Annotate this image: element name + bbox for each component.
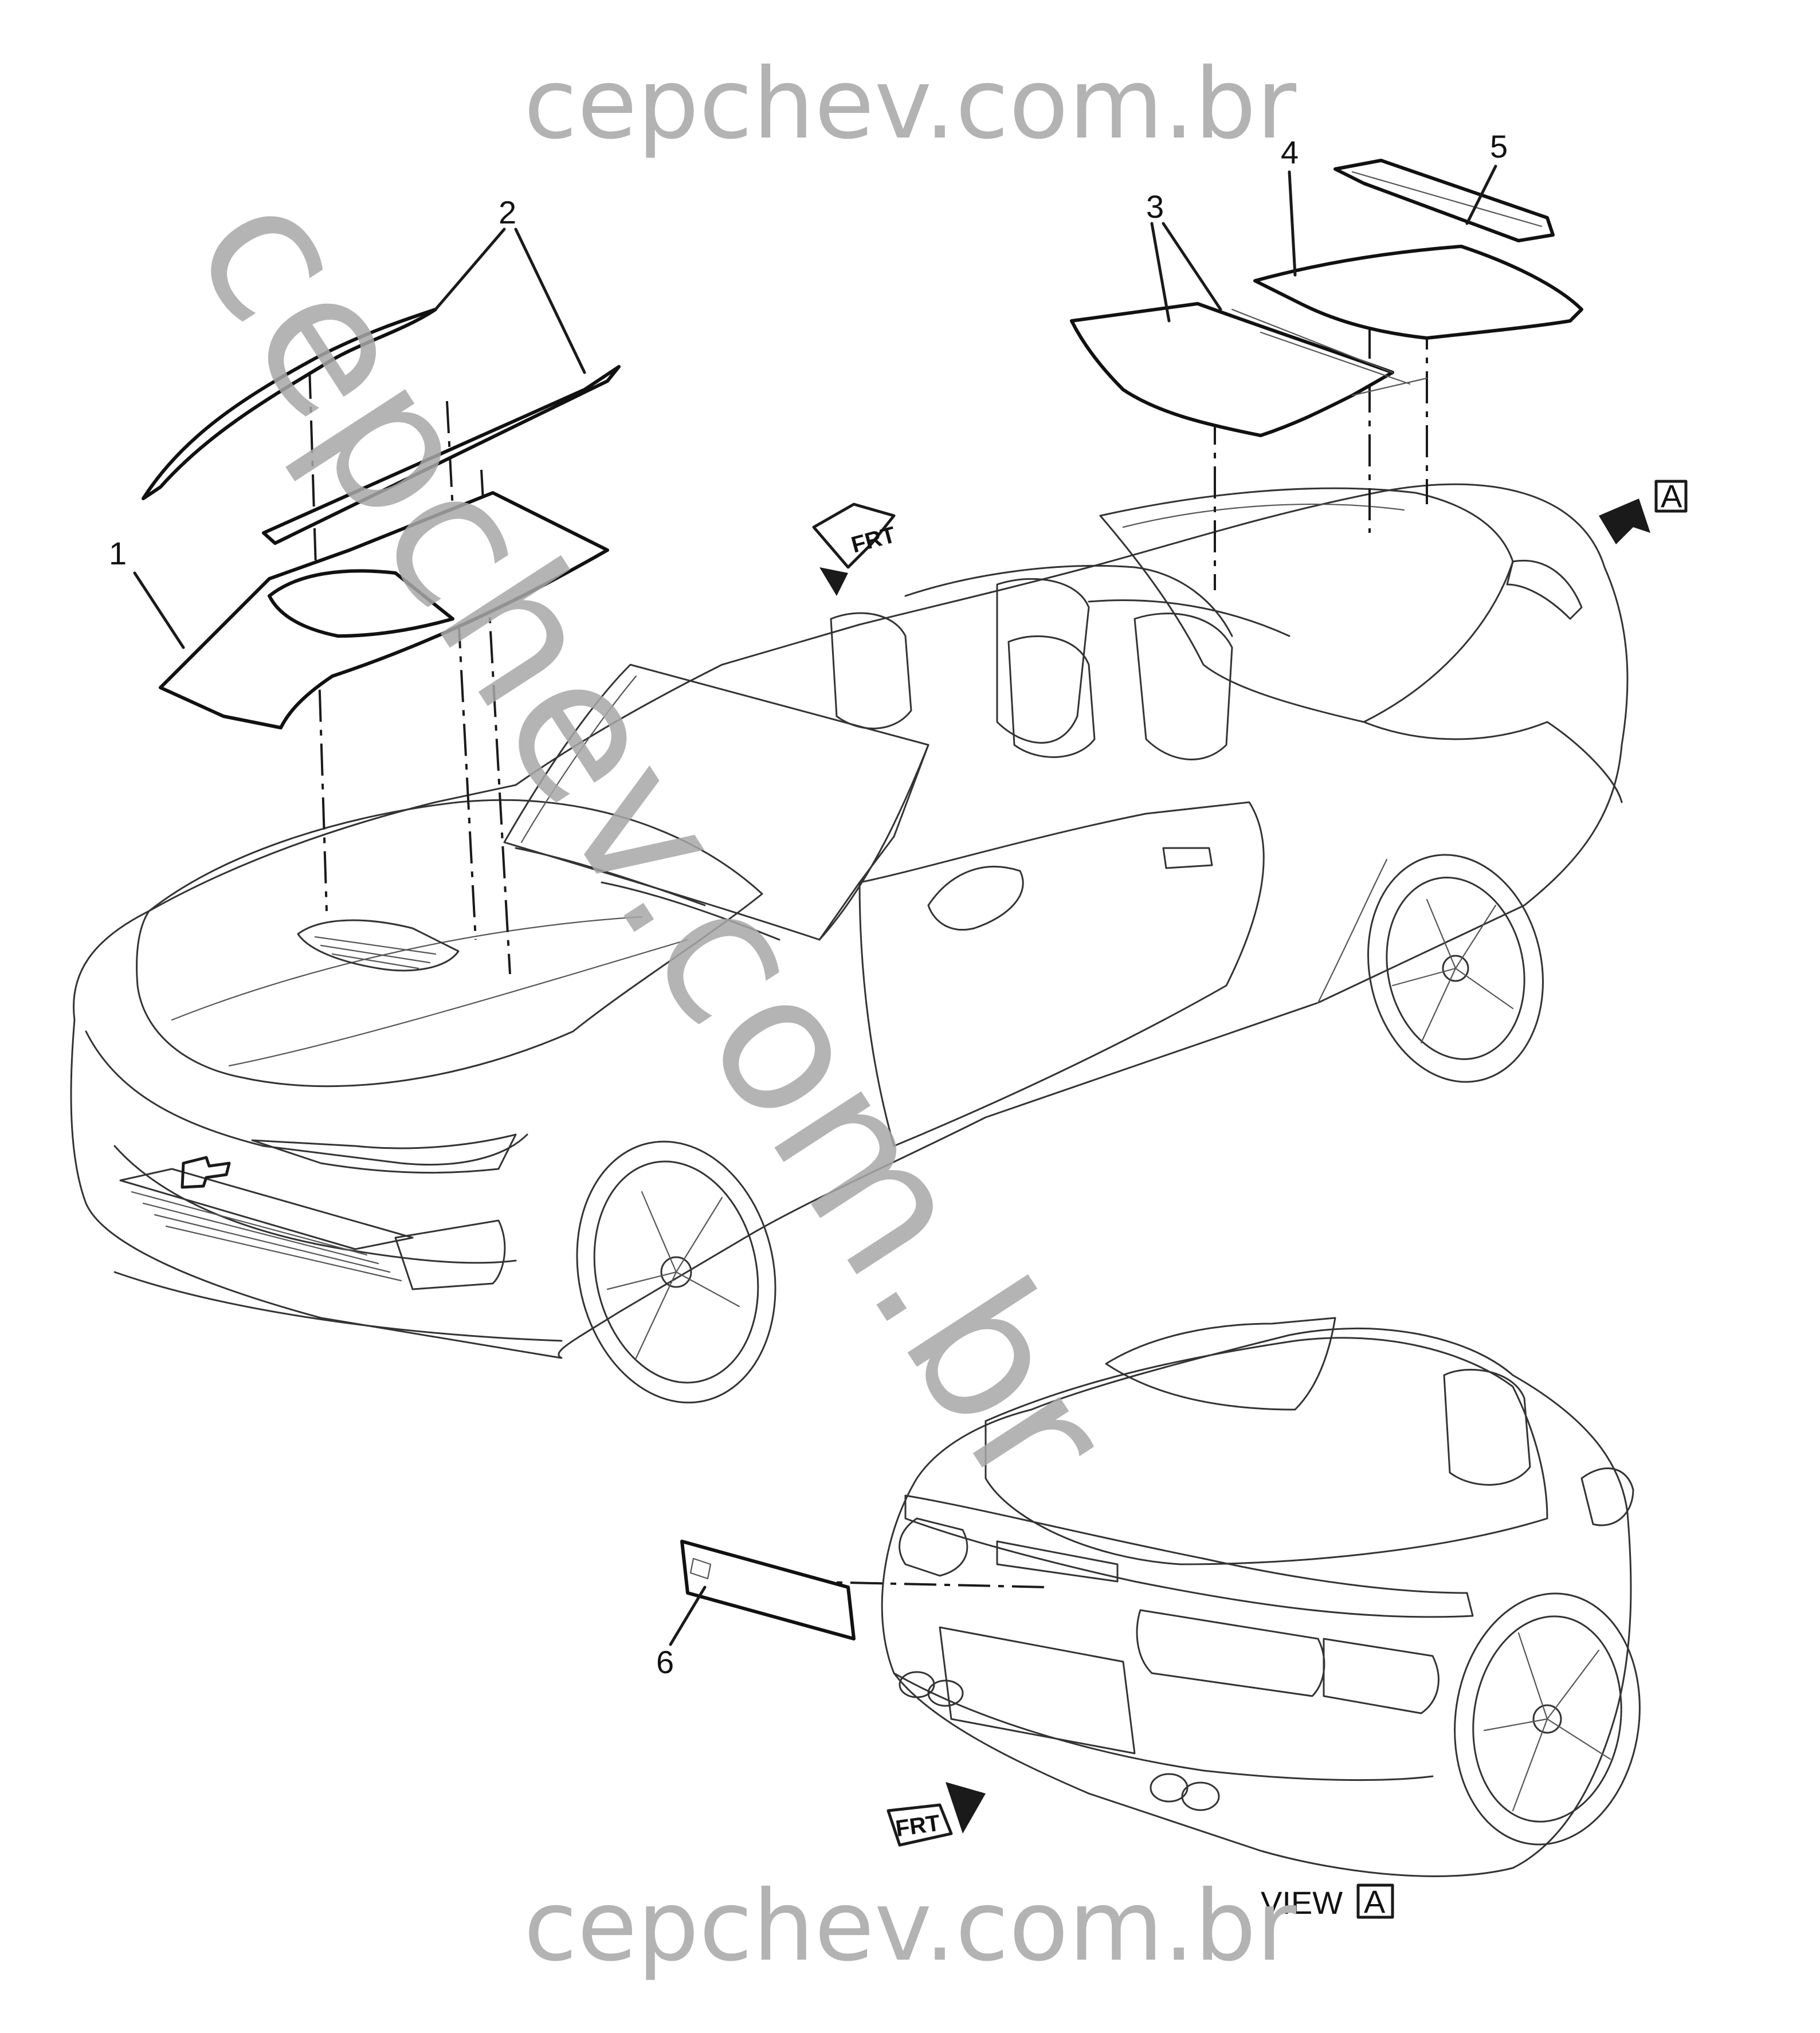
part-4-decklid-decal [1253, 245, 1583, 340]
view-label-letter: A [1364, 1883, 1386, 1920]
view-a-arrow-letter: A [1661, 478, 1682, 514]
view-label: VIEW [1261, 1885, 1343, 1921]
frt-arrow-top: FRT [812, 503, 899, 596]
callout-6: 6 [656, 1644, 674, 1680]
callout-4: 4 [1281, 134, 1299, 170]
view-a-arrow: A [1599, 478, 1688, 544]
watermark-bottom: cepchev.com.br [524, 1870, 1296, 1983]
frt-arrow-bottom: FRT [887, 1782, 986, 1847]
frt-label-top: FRT [849, 522, 899, 558]
view-label-box [1356, 1883, 1394, 1919]
watermark-top: cepchev.com.br [524, 48, 1296, 161]
part-5-spoiler-stripe [1333, 159, 1555, 242]
car-front-view [70, 483, 1629, 1404]
rear-wheel [1367, 854, 1544, 1083]
frt-label-bottom: FRT [894, 1811, 942, 1842]
callout-2: 2 [499, 194, 516, 230]
view-a-rear [881, 1317, 1641, 1877]
callout-leaders [133, 164, 1497, 1646]
view-a-box [1654, 480, 1688, 513]
callout-5: 5 [1490, 128, 1508, 164]
callout-1: 1 [109, 535, 127, 571]
callout-3: 3 [1146, 189, 1164, 225]
part-1-hood-decal [159, 491, 609, 729]
part-3-stripe [1070, 302, 1428, 437]
part-6-rear-stripe [680, 1540, 856, 1640]
front-wheel [576, 1140, 776, 1404]
